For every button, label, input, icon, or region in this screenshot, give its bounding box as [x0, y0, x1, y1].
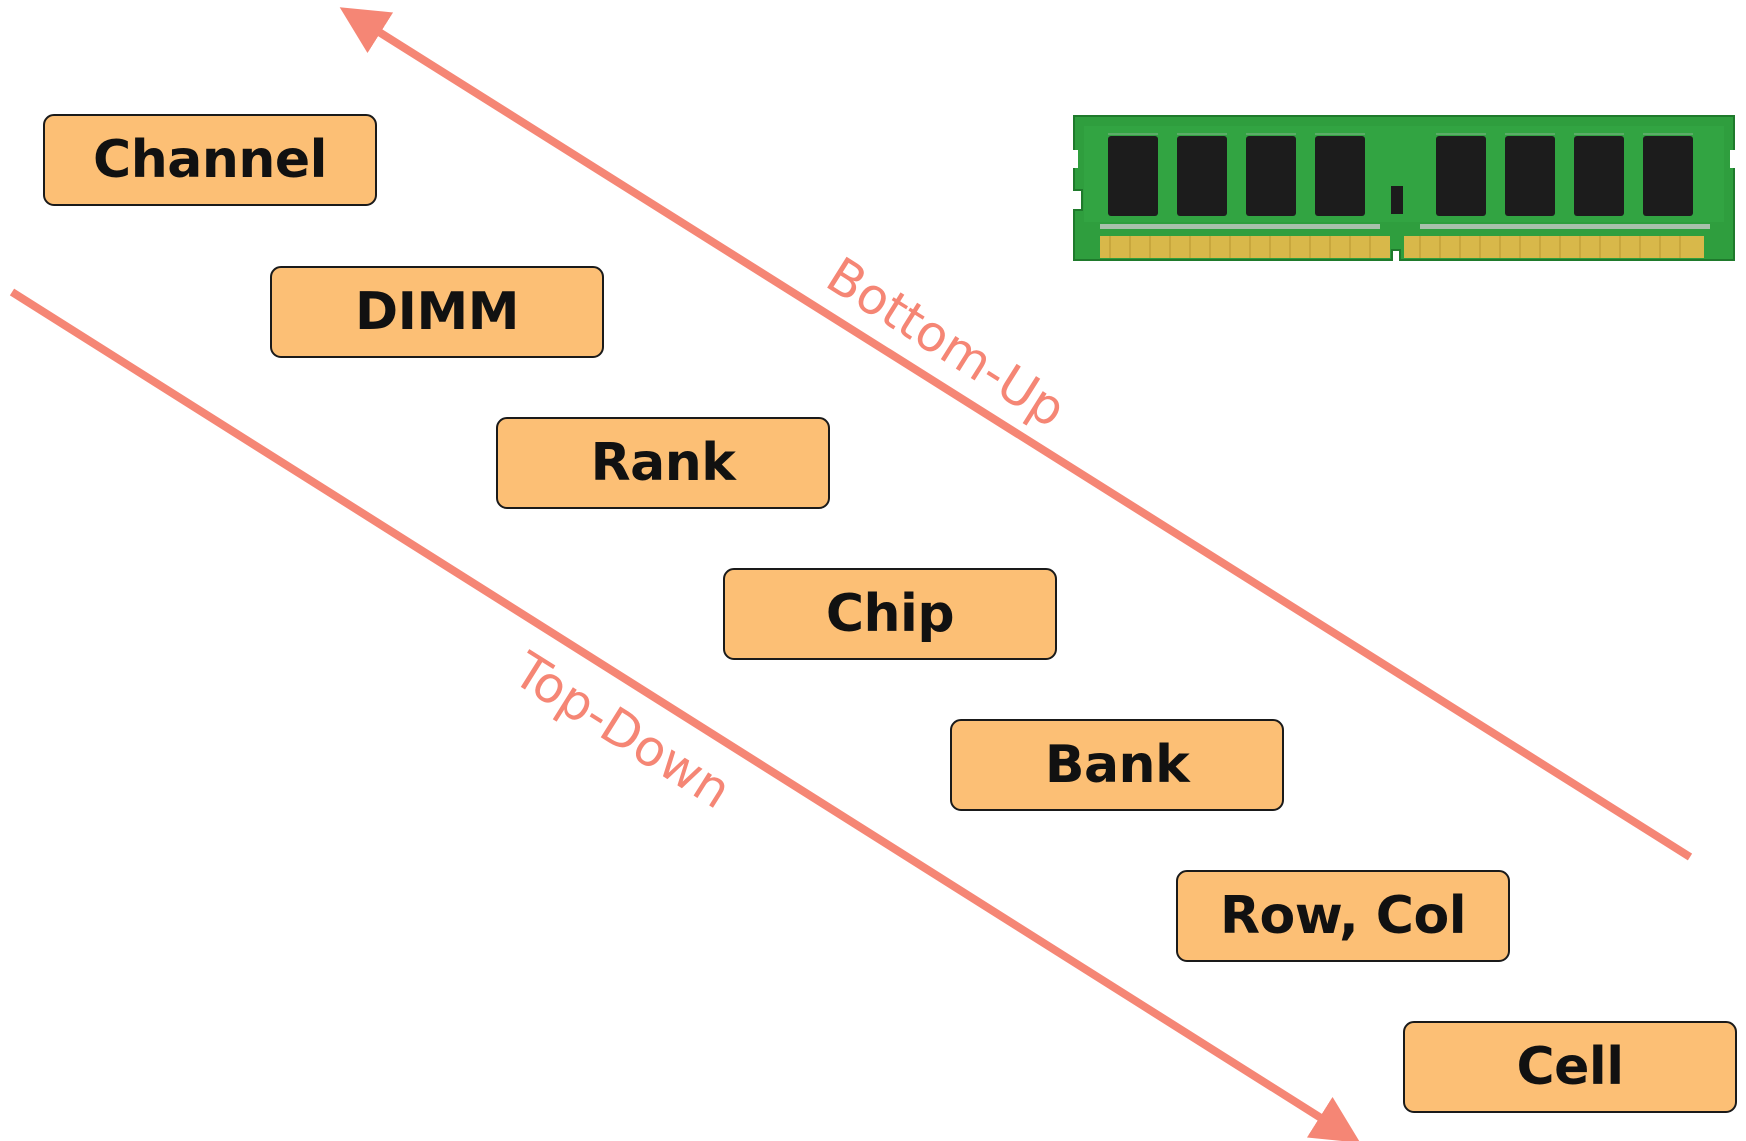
level-box-bank: Bank	[950, 719, 1284, 811]
level-label: DIMM	[354, 282, 520, 342]
level-box-chip: Chip	[723, 568, 1057, 660]
dimm-memory-module-icon	[1070, 115, 1738, 261]
level-label: Row, Col	[1219, 886, 1467, 946]
level-box-cell: Cell	[1403, 1021, 1737, 1113]
level-box-row-col: Row, Col	[1176, 870, 1510, 962]
bottom-up-label: Bottom-Up	[817, 246, 1076, 439]
top-down-arrow	[9, 288, 1361, 1141]
level-label: Chip	[825, 584, 955, 644]
level-label: Cell	[1516, 1037, 1624, 1097]
level-label: Bank	[1044, 735, 1190, 795]
level-label: Rank	[590, 433, 736, 493]
level-box-rank: Rank	[496, 417, 830, 509]
level-box-dimm: DIMM	[270, 266, 604, 358]
bottom-up-arrow	[339, 7, 1693, 861]
level-label: Channel	[93, 130, 327, 190]
level-box-channel: Channel	[43, 114, 377, 206]
